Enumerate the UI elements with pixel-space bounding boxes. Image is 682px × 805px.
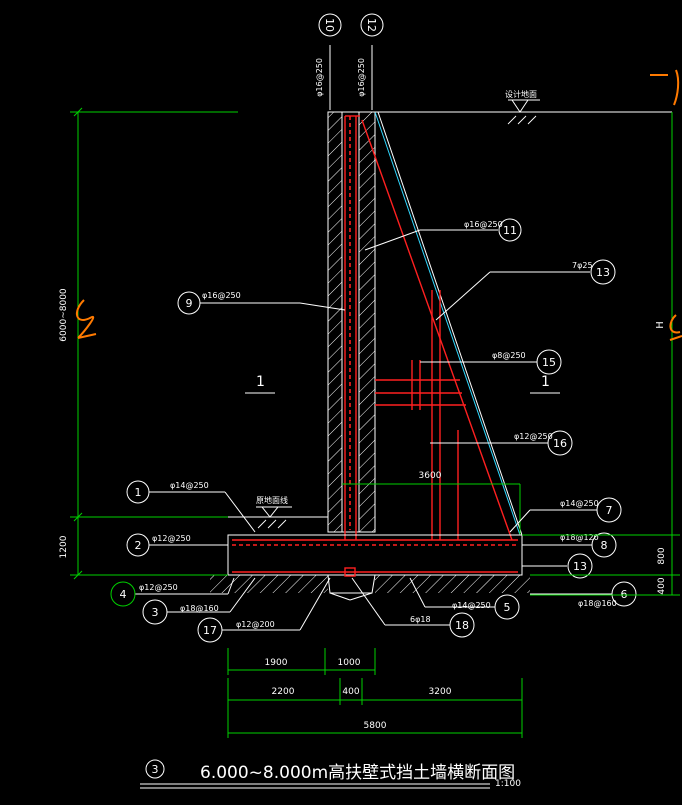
note-12: φ16@250 xyxy=(357,58,366,97)
bubble-4: 4 xyxy=(120,588,127,601)
drawing-title: 3 6.000~8.000m高扶壁式挡土墙横断面图 1:100 xyxy=(140,759,521,789)
note-8: φ18@120 xyxy=(560,533,599,542)
note-7: φ14@250 xyxy=(560,499,599,508)
dim-left-height: 6000~8000 xyxy=(59,288,69,342)
bubble-8: 8 xyxy=(601,539,608,552)
dim-right-400: 400 xyxy=(657,577,667,594)
note-2: φ12@250 xyxy=(152,534,191,543)
bubble-11: 11 xyxy=(503,224,517,237)
section-marks: 1 1 xyxy=(245,374,560,394)
ground-top-label: 设计地面 xyxy=(505,89,537,99)
callouts: 11 φ16@250 13 7φ25 9 φ16@250 15 φ8@250 1… xyxy=(110,218,637,643)
note-18: 6φ18 xyxy=(410,615,431,624)
ground-symbols: 设计地面 原地面线 xyxy=(228,89,672,529)
bubble-16: 16 xyxy=(553,437,567,450)
bubble-10 xyxy=(318,13,342,37)
title-scale: 1:100 xyxy=(495,779,521,789)
bubble-12-label: 12 xyxy=(365,18,378,32)
section-mark-right: 1 xyxy=(541,374,550,390)
dim-right-800: 800 xyxy=(657,547,667,564)
title-text: 6.000~8.000m高扶壁式挡土墙横断面图 xyxy=(200,763,515,783)
note-4: φ12@250 xyxy=(139,583,178,592)
wall-stem xyxy=(327,111,376,540)
bubble-2: 2 xyxy=(135,539,142,552)
note-1: φ14@250 xyxy=(170,481,209,490)
bubble-10-label: 10 xyxy=(323,18,336,32)
dim-400: 400 xyxy=(342,687,359,697)
bubble-9: 9 xyxy=(186,297,193,310)
dim-2200: 2200 xyxy=(272,687,295,697)
note-10: φ16@250 xyxy=(315,58,324,97)
dim-left-base: 1200 xyxy=(59,535,69,558)
note-13: 7φ25 xyxy=(572,261,593,270)
bubble-12 xyxy=(360,13,384,37)
dim-1900: 1900 xyxy=(265,658,288,668)
note-11: φ16@250 xyxy=(464,220,503,229)
note-5: φ14@250 xyxy=(452,601,491,610)
bubble-7: 7 xyxy=(606,504,613,517)
bubble-17: 17 xyxy=(203,624,217,637)
bubble-13-low: 13 xyxy=(573,560,587,573)
bubble-5: 5 xyxy=(504,601,511,614)
note-17: φ12@200 xyxy=(236,620,275,629)
note-15: φ8@250 xyxy=(492,351,526,360)
dim-3200: 3200 xyxy=(429,687,452,697)
note-16: φ12@250 xyxy=(514,432,553,441)
handwriting-marks xyxy=(75,69,682,341)
note-6: φ18@160 xyxy=(578,599,617,608)
bubble-1: 1 xyxy=(135,486,142,499)
dim-rib-length: 3600 xyxy=(419,471,442,481)
dim-total: 5800 xyxy=(364,721,387,731)
dim-1000: 1000 xyxy=(338,658,361,668)
title-number: 3 xyxy=(152,763,159,776)
bubble-3: 3 xyxy=(152,606,159,619)
bubble-13-top: 13 xyxy=(596,266,610,279)
top-callouts: 10 12 φ16@250 φ16@250 xyxy=(315,13,384,110)
ground-low-label: 原地面线 xyxy=(256,495,288,505)
section-mark-left: 1 xyxy=(256,374,265,390)
note-3: φ18@160 xyxy=(180,604,219,613)
bubble-15: 15 xyxy=(542,356,556,369)
dim-right-h: H xyxy=(655,321,666,329)
bubble-18: 18 xyxy=(455,619,469,632)
dimensions: 6000~8000 1200 3600 H 800 400 1900 1000 … xyxy=(59,107,680,738)
counterfort xyxy=(342,111,523,541)
base-slab xyxy=(210,534,530,601)
note-9: φ16@250 xyxy=(202,291,241,300)
